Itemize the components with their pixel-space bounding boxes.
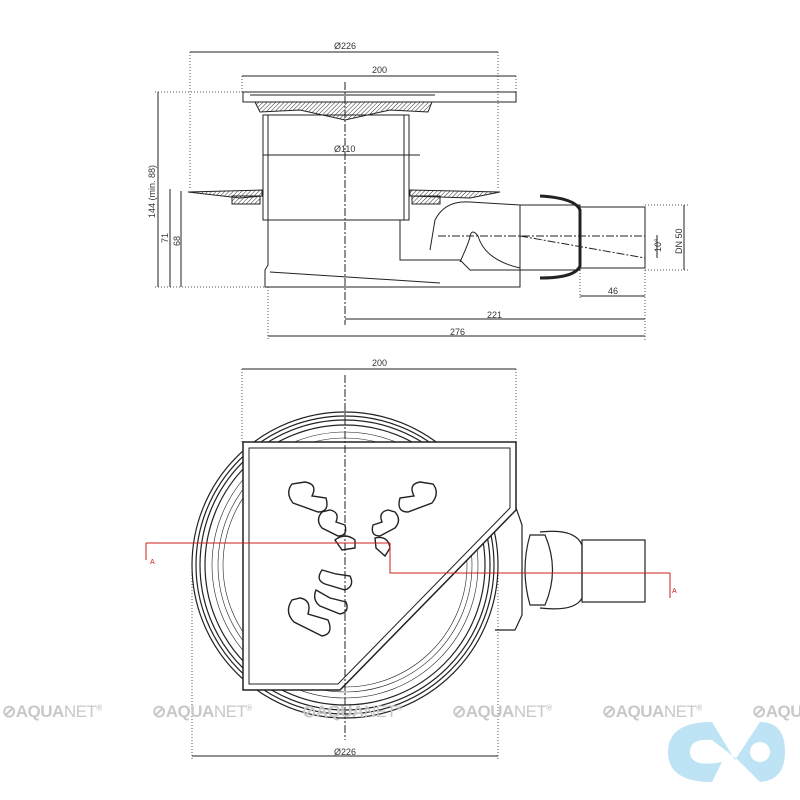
grate-plate	[242, 91, 517, 103]
dim-grate-width: 200	[372, 65, 387, 75]
dim-outlet-angle: 10°	[653, 238, 663, 252]
dim-body-diameter: Ø110	[334, 144, 355, 154]
plan-extension-lines	[191, 369, 517, 760]
slot	[374, 536, 391, 558]
section-label-right: A	[672, 588, 677, 595]
plan-view	[145, 368, 671, 760]
siphon-upper	[429, 201, 521, 251]
side-view	[155, 51, 690, 340]
logo-hole	[750, 742, 770, 762]
watermark: ⊘AQUANET®	[302, 702, 402, 721]
outlet-slope-axis	[519, 235, 646, 259]
section-line	[146, 542, 670, 574]
plan-dim-outer-diameter: Ø226	[334, 747, 356, 757]
watermark: ⊘AQUANET	[752, 702, 800, 721]
watermark: ⊘AQUANET®	[452, 702, 552, 721]
side-view-labels: Ø226 200 Ø110 144 (min. 88) 71 68 46 221…	[147, 41, 684, 337]
watermark: ⊘AQUANET®	[602, 702, 702, 721]
siphon-lower	[459, 231, 521, 269]
corner-grate-inner	[248, 447, 511, 685]
dim-outer-diameter: Ø226	[334, 41, 356, 51]
seal-left	[231, 195, 261, 205]
body-inner	[267, 114, 405, 221]
body-cylinder	[262, 114, 410, 221]
slot	[334, 535, 356, 551]
dimension-lines	[157, 51, 685, 337]
slot	[287, 597, 331, 637]
plan-dim-grate-width: 200	[372, 358, 387, 368]
grate-cone	[254, 101, 433, 121]
slot	[313, 588, 348, 615]
dim-outlet-size: DN 50	[674, 228, 684, 254]
watermark: ⊘AQUANET®	[152, 702, 252, 721]
plan-outlet-pipe	[581, 539, 646, 603]
section-label-left: A	[150, 559, 155, 566]
slot	[371, 509, 400, 537]
logo-shape	[668, 722, 785, 782]
lower-body	[264, 220, 521, 288]
plan-outlet-nut	[524, 534, 554, 606]
slot	[288, 481, 328, 513]
plan-outlet-joint	[539, 530, 583, 610]
dim-flange-height-inner: 68	[172, 236, 182, 246]
extension-lines	[155, 52, 690, 340]
dim-outlet-from-axis: 221	[487, 310, 502, 320]
plan-view-labels: 200 Ø226 A A	[150, 358, 677, 757]
dim-flange-height: 71	[160, 233, 170, 243]
watermark: ⊘AQUANET®	[2, 702, 102, 721]
bottom-slope	[269, 271, 441, 284]
outlet-joint	[519, 204, 581, 271]
dim-total-length: 276	[450, 327, 465, 337]
dim-outlet-socket: 46	[608, 286, 618, 296]
dim-height: 144 (min. 88)	[147, 165, 157, 218]
slot	[398, 481, 437, 513]
outlet-nut	[539, 194, 582, 280]
outlet-pipe	[579, 206, 646, 269]
corner-logo	[668, 722, 785, 782]
seal-right	[411, 195, 441, 205]
corner-grate	[242, 441, 517, 691]
